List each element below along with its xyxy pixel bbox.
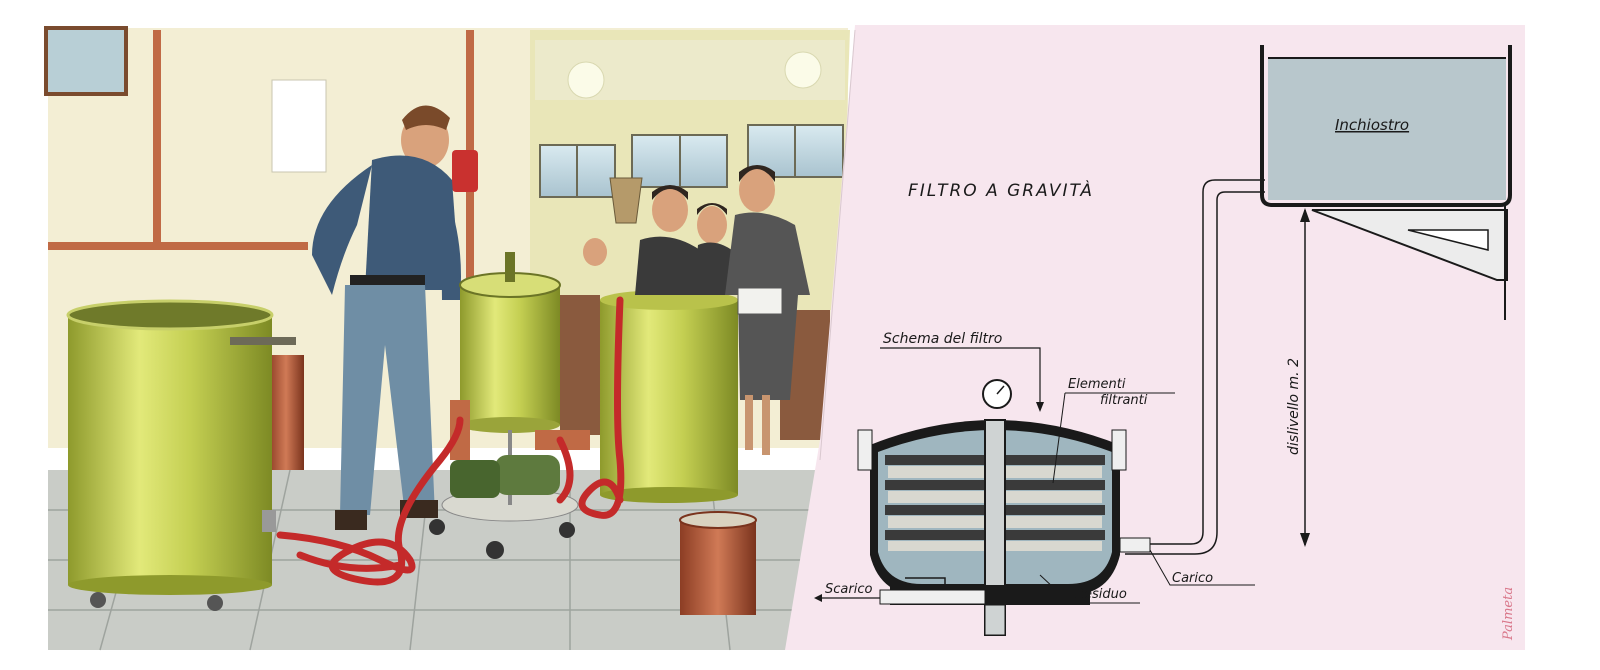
residue-label: Residuo [1075, 587, 1127, 602]
feed-pipe [1121, 179, 1265, 555]
discharge-label: Scarico [825, 582, 872, 597]
load-label: Carico [1172, 571, 1213, 586]
elements-label-2: filtranti [1100, 393, 1148, 408]
filter-schematic [857, 379, 1151, 636]
back-windows [539, 124, 844, 198]
scheme-label: Schema del filtro [883, 331, 1002, 347]
gravity-filter-diagram: FILTRO A GRAVITÀ Inchiostro dislivello m… [785, 25, 1525, 650]
wall-notice [271, 79, 327, 173]
alarm-box [452, 150, 478, 192]
worker-man [312, 105, 461, 530]
ink-tank: Inchiostro [1260, 45, 1512, 320]
artist-signature: Palmeta [1501, 587, 1516, 641]
ceiling-lamp [784, 51, 822, 89]
wall-frame [44, 26, 128, 96]
funnel [609, 177, 643, 224]
diagram-title: FILTRO A GRAVITÀ [908, 179, 1094, 201]
height-label: dislivello m. 2 [1286, 358, 1302, 455]
copper-bucket [679, 511, 757, 615]
red-hose [276, 296, 625, 586]
large-vat [66, 299, 296, 611]
tank-label: Inchiostro [1335, 116, 1409, 134]
ceiling-lamp [567, 61, 605, 99]
workers-women [583, 165, 810, 455]
pump-motor [450, 455, 560, 498]
elements-label-1: Elementi [1068, 377, 1126, 392]
factory-scene [44, 26, 850, 651]
